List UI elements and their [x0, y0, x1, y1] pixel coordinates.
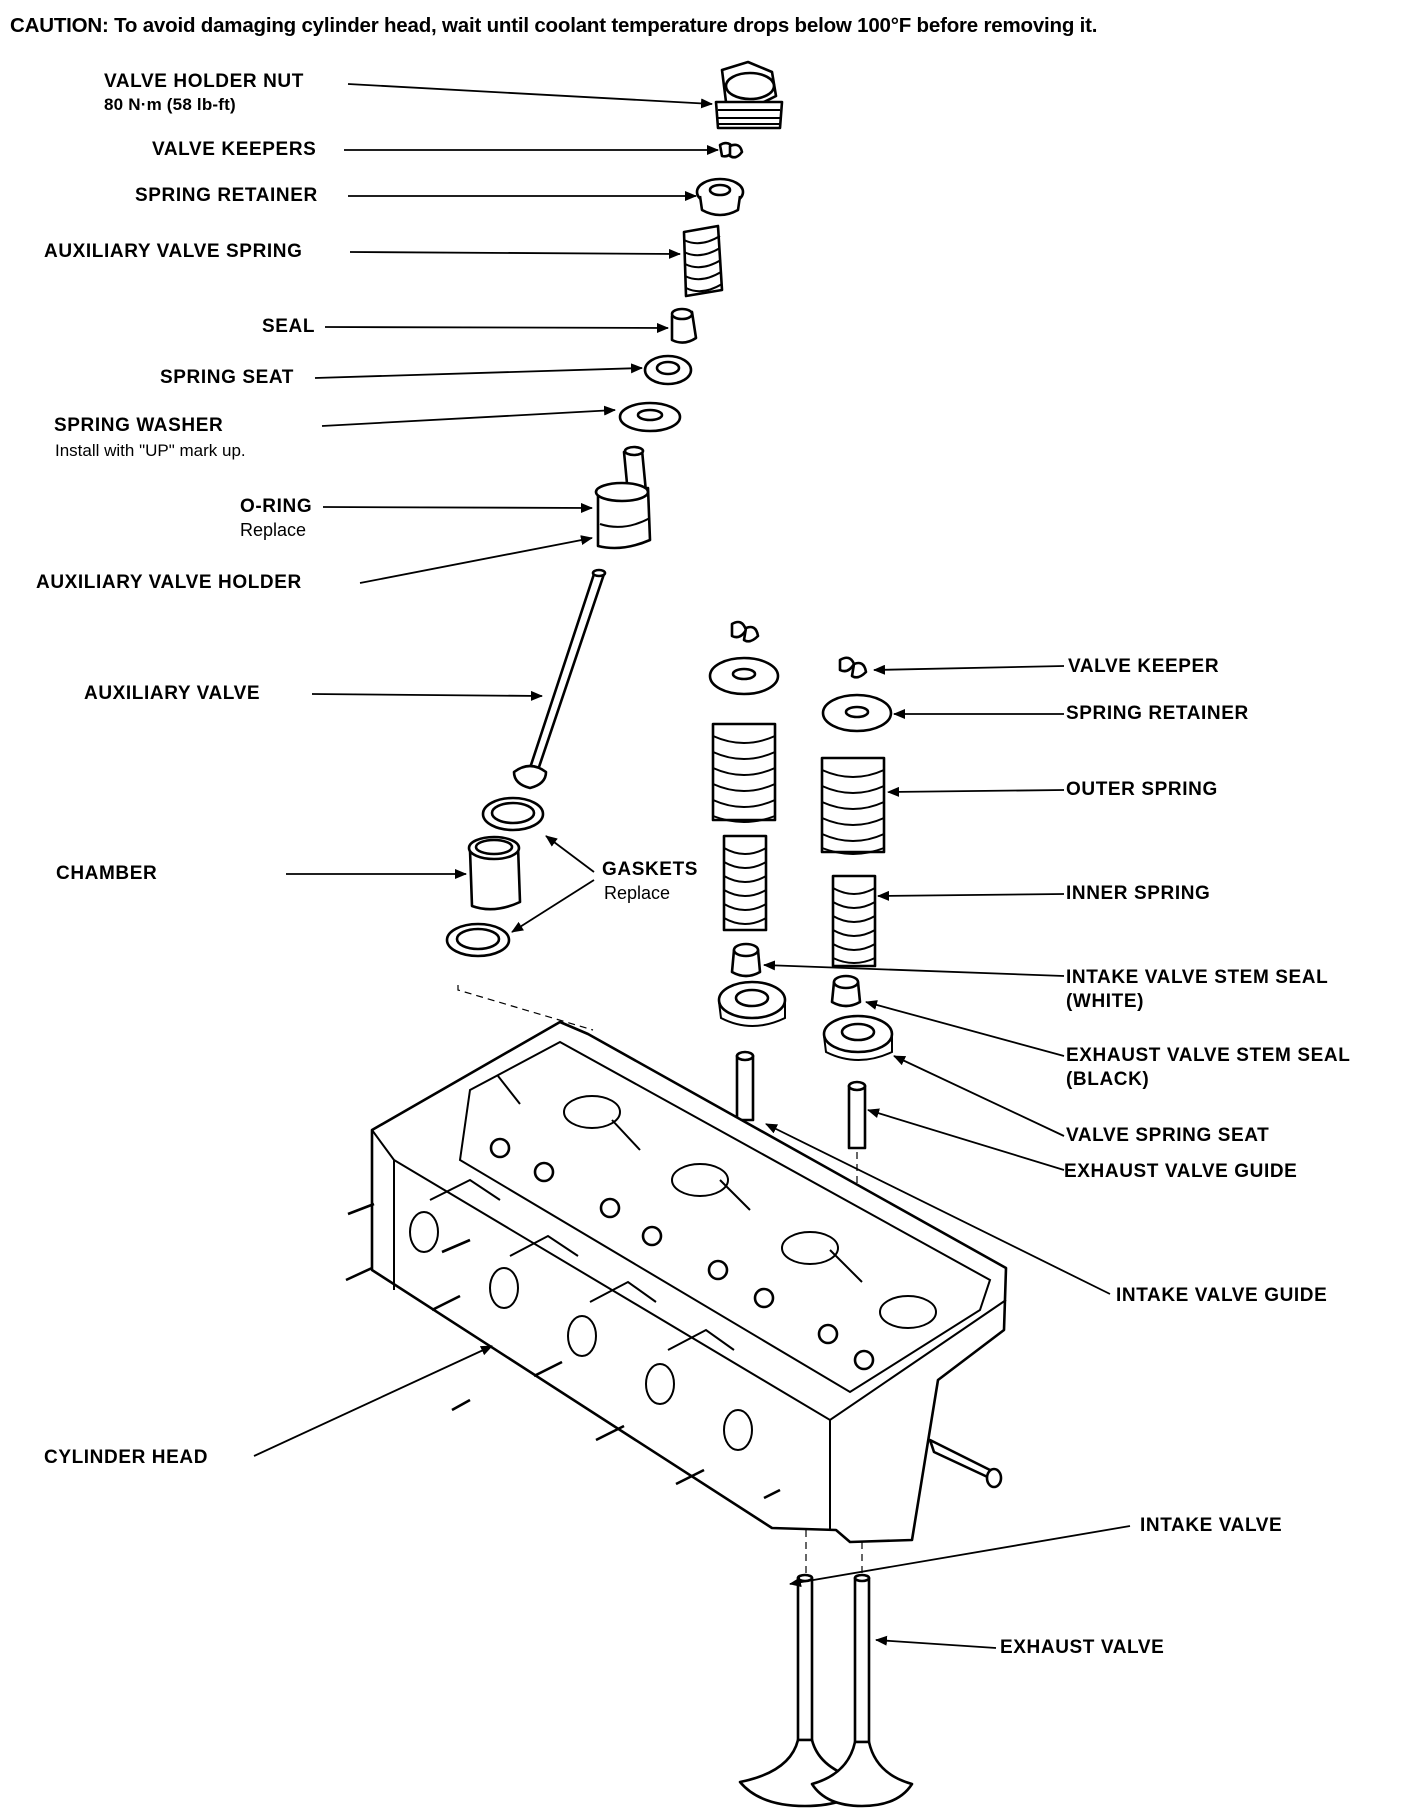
- caution-prefix: CAUTION:: [10, 14, 109, 37]
- intake-valve-stem-seal-part: [730, 942, 762, 978]
- intake-inner-spring-part: [722, 834, 768, 932]
- intake-valve-spring-seat-part: [717, 980, 787, 1027]
- label-exhaust-valve-guide: EXHAUST VALVE GUIDE: [1064, 1161, 1298, 1182]
- label-seal: SEAL: [262, 316, 316, 337]
- label-auxiliary-valve: AUXILIARY VALVE: [84, 683, 261, 704]
- auxiliary-valve-spring-part: [682, 224, 724, 298]
- label-valve-holder-nut: VALVE HOLDER NUT: [104, 71, 304, 92]
- label-valve-keeper: VALVE KEEPER: [1068, 656, 1220, 677]
- label-exhaust-valve-stem-seal-color: (BLACK): [1066, 1069, 1150, 1090]
- label-intake-valve: INTAKE VALVE: [1140, 1515, 1283, 1536]
- label-valve-holder-nut-torque: 80 N·m (58 lb-ft): [104, 95, 236, 114]
- valve-holder-nut-part: [714, 60, 784, 130]
- valve-keepers-part: [718, 141, 744, 159]
- exhaust-valve-guide-part: [847, 1080, 867, 1150]
- exhaust-outer-spring-part: [820, 756, 886, 855]
- note-spring-washer: Install with "UP" mark up.: [55, 441, 246, 460]
- leader-lines: [253, 83, 1131, 1649]
- gasket-lower-part: [445, 922, 511, 958]
- seal-part: [670, 307, 698, 344]
- caution-text: To avoid damaging cylinder head, wait un…: [114, 14, 1098, 37]
- auxiliary-valve-holder-part: [594, 445, 652, 550]
- auxiliary-valve-part: [512, 568, 607, 790]
- label-inner-spring: INNER SPRING: [1066, 883, 1211, 904]
- label-cylinder-head: CYLINDER HEAD: [44, 1447, 209, 1468]
- chamber-part: [467, 835, 522, 911]
- exhaust-valve-keepers-part: [838, 656, 868, 679]
- cylinder-head-part: [345, 1020, 1008, 1544]
- spring-washer-part: [618, 401, 682, 433]
- label-auxiliary-valve-holder: AUXILIARY VALVE HOLDER: [36, 572, 302, 593]
- label-spring-retainer-aux: SPRING RETAINER: [135, 185, 318, 206]
- label-gaskets: GASKETS: [602, 859, 699, 880]
- intake-outer-spring-part: [711, 722, 777, 823]
- gasket-upper-part: [481, 796, 545, 832]
- exhaust-valve-spring-seat-part: [822, 1014, 894, 1061]
- exhaust-spring-retainer-part: [821, 693, 893, 733]
- label-auxiliary-valve-spring: AUXILIARY VALVE SPRING: [44, 241, 303, 262]
- label-valve-keepers: VALVE KEEPERS: [152, 139, 317, 160]
- label-intake-valve-stem-seal-color: (WHITE): [1066, 991, 1145, 1012]
- label-spring-seat: SPRING SEAT: [160, 367, 294, 388]
- label-spring-washer: SPRING WASHER: [54, 415, 224, 436]
- label-intake-valve-guide: INTAKE VALVE GUIDE: [1116, 1285, 1328, 1306]
- exhaust-inner-spring-part: [831, 874, 877, 968]
- label-outer-spring: OUTER SPRING: [1066, 779, 1218, 800]
- caution-banner: CAUTION: To avoid damaging cylinder head…: [10, 14, 1097, 38]
- note-gaskets: Replace: [604, 883, 671, 903]
- label-exhaust-valve-stem-seal: EXHAUST VALVE STEM SEAL: [1066, 1045, 1351, 1066]
- exhaust-valve-stem-seal-part: [830, 974, 862, 1008]
- label-spring-retainer: SPRING RETAINER: [1066, 703, 1249, 724]
- intake-valve-guide-part: [735, 1050, 755, 1122]
- label-chamber: CHAMBER: [56, 863, 158, 884]
- label-o-ring: O-RING: [240, 496, 313, 517]
- label-intake-valve-stem-seal: INTAKE VALVE STEM SEAL: [1066, 967, 1329, 988]
- spring-retainer-aux-part: [695, 177, 745, 217]
- intake-valve-keepers-part: [730, 620, 760, 643]
- label-valve-spring-seat: VALVE SPRING SEAT: [1066, 1125, 1270, 1146]
- note-o-ring: Replace: [240, 520, 307, 540]
- label-exhaust-valve: EXHAUST VALVE: [1000, 1637, 1165, 1658]
- exhaust-valve-part: [810, 1573, 914, 1808]
- intake-spring-retainer-part: [708, 656, 780, 696]
- spring-seat-part: [643, 354, 693, 386]
